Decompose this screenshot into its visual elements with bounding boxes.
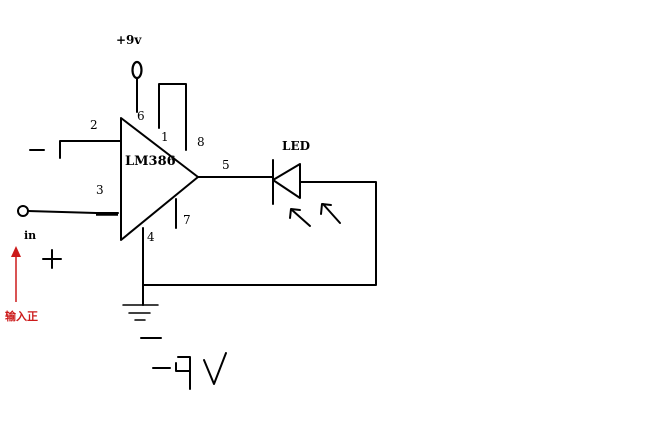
amplifier-label: LM386 xyxy=(125,154,176,169)
pin-label-4: 4 xyxy=(147,230,155,244)
pin-label-7: 7 xyxy=(183,213,191,227)
pin-label-3: 3 xyxy=(96,183,104,197)
supply-positive-terminal xyxy=(131,60,143,80)
annotation-arrow-head xyxy=(11,246,21,257)
pin-label-2: 2 xyxy=(90,118,98,132)
input-annotation: 输入正 xyxy=(5,309,38,323)
led-light-arrows xyxy=(289,203,341,227)
led-label: LED xyxy=(282,139,310,153)
pin1-8-bridge xyxy=(158,83,187,151)
return-wire xyxy=(142,181,377,286)
pin2-wire xyxy=(59,140,122,159)
supply-positive-label: +9v xyxy=(116,33,142,47)
pin-label-6: 6 xyxy=(137,109,145,123)
pin-label-1: 1 xyxy=(161,130,169,144)
plus-sign-mark xyxy=(42,249,62,269)
led-symbol xyxy=(272,159,301,205)
input-label: in xyxy=(24,229,36,242)
negative-supply-label xyxy=(152,352,227,390)
pin-label-5: 5 xyxy=(222,158,230,172)
lm386-amplifier xyxy=(120,117,199,241)
pin-label-8: 8 xyxy=(197,135,205,149)
ground-symbol xyxy=(122,304,159,321)
input-terminal xyxy=(17,205,29,217)
